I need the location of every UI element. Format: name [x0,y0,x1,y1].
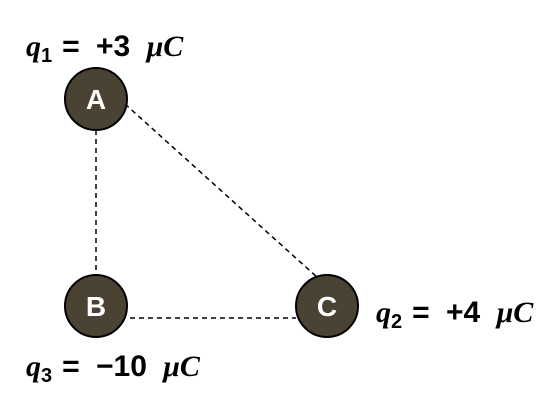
charge-q3-unit: μC [161,350,201,383]
charge-q1-equals: = [62,30,80,63]
charge-q3-subscript: 3 [41,365,52,387]
node-c: C [295,274,359,338]
node-b-label: B [86,291,106,322]
charge-q1-unit: μC [145,30,185,63]
charge-q2-equals: = [412,296,430,329]
charge-q1-symbol: q [26,30,41,63]
charge-label-q1: q1 = +3 μC [26,30,184,67]
charge-q3-equals: = [62,350,80,383]
charge-q1-value: +3 [96,30,130,63]
charge-q1-subscript: 1 [41,45,52,67]
charge-q2-unit: μC [495,296,535,329]
node-b-circle [64,274,128,338]
charge-label-q2: q2 = +4 μC [376,296,534,333]
charge-q2-value: +4 [446,296,481,329]
edge-a-c [124,103,319,279]
charge-label-q3: q3 = −10 μC [26,350,201,387]
charge-q2-symbol: q [376,296,391,329]
node-c-circle [295,274,359,338]
charge-q3-value: −10 [96,350,147,383]
node-b: B [64,274,128,338]
node-a-circle [64,67,128,131]
charge-q2-subscript: 2 [391,311,402,333]
node-a: A [64,67,128,131]
node-a-label: A [86,84,106,115]
charge-q3-symbol: q [26,350,41,383]
node-c-label: C [317,291,337,322]
